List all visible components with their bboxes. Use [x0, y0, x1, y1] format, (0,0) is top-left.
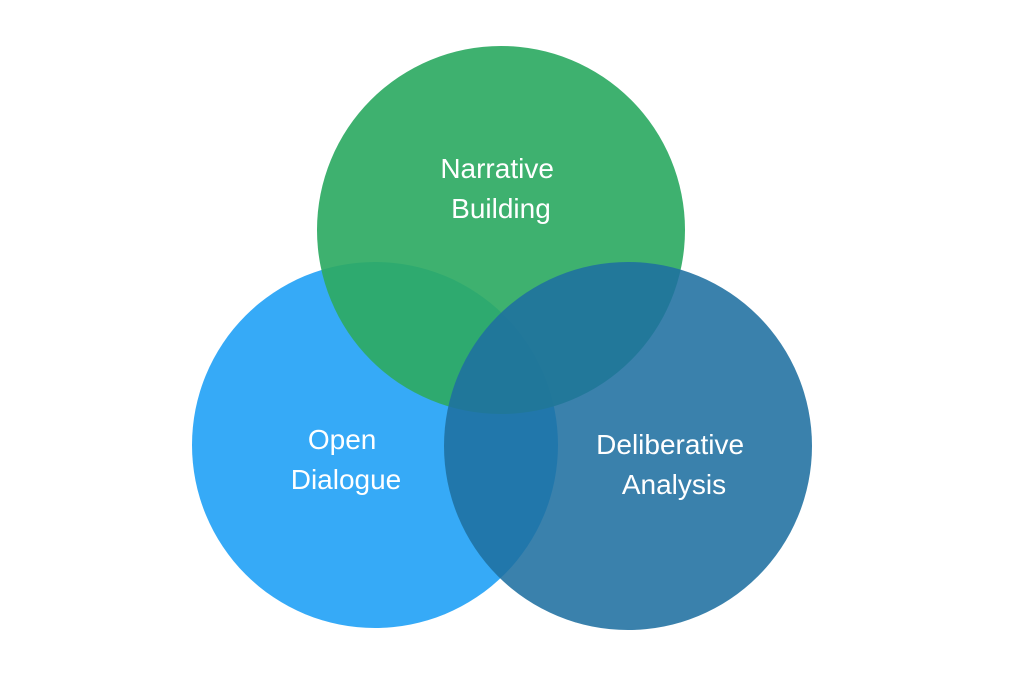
label-open-dialogue: Open Dialogue	[291, 424, 402, 495]
circle-deliberative-analysis	[444, 262, 812, 630]
label-dialogue-line-2: Dialogue	[291, 464, 402, 495]
label-narrative-line-1: Narrative	[440, 153, 554, 184]
label-deliberative-analysis: Deliberative Analysis	[596, 429, 752, 500]
label-narrative-line-2: Building	[451, 193, 551, 224]
label-narrative-building: Narrative Building	[440, 153, 561, 224]
label-deliberative-line-2: Analysis	[622, 469, 726, 500]
label-dialogue-line-1: Open	[308, 424, 377, 455]
label-deliberative-line-1: Deliberative	[596, 429, 744, 460]
